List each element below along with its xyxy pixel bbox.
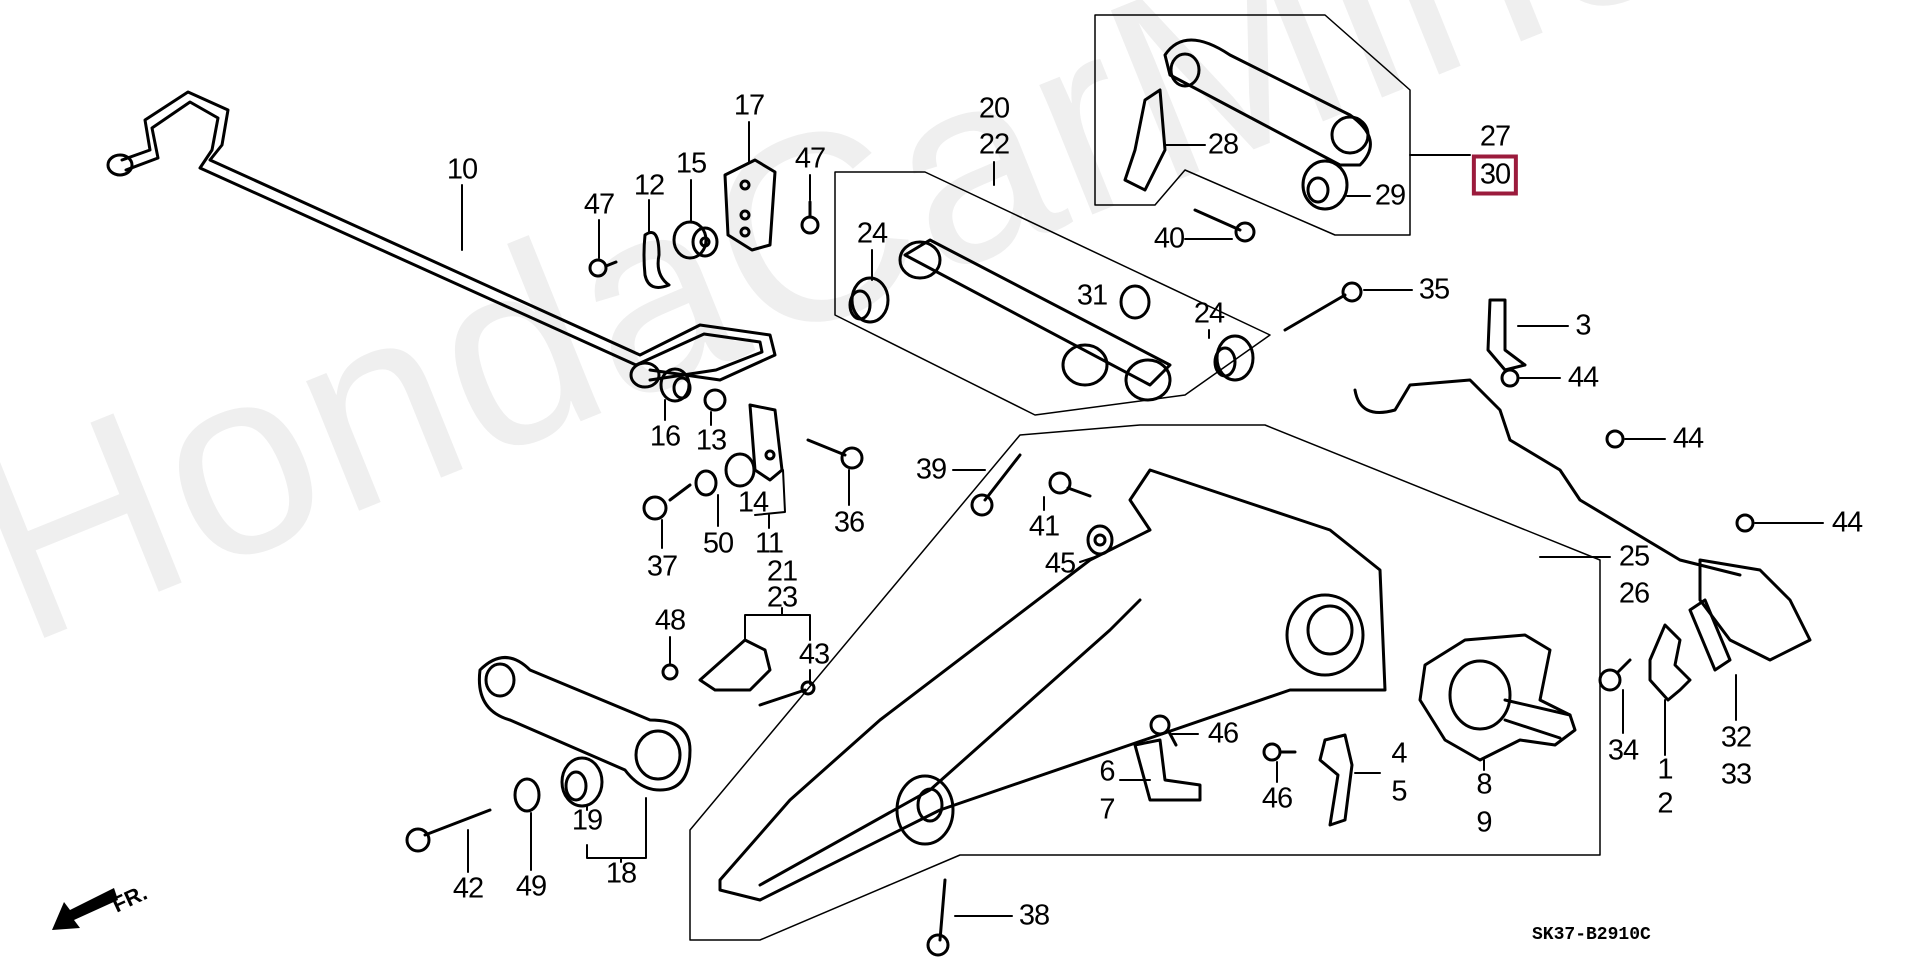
bracket-11[interactable] — [748, 403, 784, 482]
part-label-14[interactable]: 14 — [737, 486, 769, 519]
part-label-10[interactable]: 10 — [446, 153, 478, 186]
stabilizer-bar[interactable] — [106, 90, 777, 389]
part-label-20[interactable]: 20 — [978, 92, 1010, 125]
bolt-38[interactable] — [926, 878, 950, 957]
part-label-44[interactable]: 44 — [1672, 422, 1704, 455]
part-label-17[interactable]: 17 — [733, 89, 765, 122]
bolt-44a[interactable] — [1500, 368, 1520, 388]
part-label-13[interactable]: 13 — [695, 424, 727, 457]
part-label-42[interactable]: 42 — [452, 872, 484, 905]
part-label-38[interactable]: 38 — [1018, 899, 1050, 932]
parking-brake-cable[interactable] — [1353, 378, 1812, 672]
part-label-44[interactable]: 44 — [1831, 506, 1863, 539]
part-label-7[interactable]: 7 — [1099, 793, 1115, 826]
pin-43[interactable] — [758, 680, 816, 707]
bolt-44b[interactable] — [1605, 429, 1625, 449]
part-label-11[interactable]: 11 — [754, 527, 784, 560]
part-label-8[interactable]: 8 — [1476, 768, 1492, 801]
part-label-37[interactable]: 37 — [646, 550, 678, 583]
bolt-41[interactable] — [1048, 471, 1092, 498]
bolt-47b[interactable] — [800, 200, 820, 235]
part-label-2[interactable]: 2 — [1657, 787, 1673, 820]
bolt-42[interactable] — [405, 808, 492, 853]
part-label-15[interactable]: 15 — [675, 147, 707, 180]
part-label-40[interactable]: 40 — [1153, 222, 1185, 255]
nut-45[interactable] — [1086, 524, 1114, 556]
washer-49[interactable] — [513, 777, 541, 813]
bracket-6-7[interactable] — [1133, 738, 1202, 802]
diagram-code: SK37-B2910C — [1532, 925, 1651, 945]
part-label-12[interactable]: 12 — [633, 169, 665, 202]
part-label-45[interactable]: 45 — [1044, 547, 1076, 580]
part-label-50[interactable]: 50 — [702, 527, 734, 560]
part-label-19[interactable]: 19 — [571, 804, 603, 837]
part-label-24[interactable]: 24 — [1193, 297, 1225, 330]
bracket-1-2[interactable] — [1648, 623, 1692, 702]
bolt-39[interactable] — [970, 453, 1022, 517]
part-label-39[interactable]: 39 — [915, 453, 947, 486]
bolt-44c[interactable] — [1735, 513, 1755, 533]
part-label-34[interactable]: 34 — [1607, 734, 1639, 767]
part-label-1[interactable]: 1 — [1657, 753, 1673, 786]
upper-arm-group-27-30[interactable] — [1094, 14, 1411, 236]
part-label-28[interactable]: 28 — [1207, 128, 1239, 161]
part-label-24[interactable]: 24 — [856, 217, 888, 250]
part-label-31[interactable]: 31 — [1076, 279, 1108, 312]
bolt-37[interactable] — [642, 483, 692, 521]
part-label-18[interactable]: 18 — [605, 857, 637, 890]
part-label-25[interactable]: 25 — [1618, 540, 1650, 573]
part-label-29[interactable]: 29 — [1374, 179, 1406, 212]
part-label-35[interactable]: 35 — [1418, 273, 1450, 306]
lower-link-18-19[interactable] — [477, 656, 692, 808]
part-label-30-highlighted[interactable]: 30 — [1471, 154, 1519, 196]
front-direction-marker: FR. — [50, 880, 151, 945]
bolt-46b[interactable] — [1262, 742, 1297, 762]
bushing-15[interactable] — [672, 220, 719, 260]
bolt-47[interactable] — [588, 258, 618, 278]
part-label-4[interactable]: 4 — [1391, 737, 1407, 770]
part-label-22[interactable]: 22 — [978, 128, 1010, 161]
part-label-26[interactable]: 26 — [1618, 577, 1650, 610]
part-label-47[interactable]: 47 — [583, 188, 615, 221]
part-label-32[interactable]: 32 — [1720, 721, 1752, 754]
bolt-34[interactable] — [1598, 658, 1632, 692]
bolt-40[interactable] — [1193, 208, 1256, 243]
collar-13[interactable] — [703, 388, 727, 412]
part-label-47[interactable]: 47 — [794, 142, 826, 175]
part-label-43[interactable]: 43 — [798, 638, 830, 671]
bushing-16[interactable] — [659, 367, 692, 403]
arrow-left-down-icon — [52, 888, 118, 930]
bolt-35[interactable] — [1283, 281, 1363, 332]
lower-arm-group-20-22[interactable] — [834, 171, 1271, 416]
washer-50[interactable] — [694, 469, 718, 497]
part-label-16[interactable]: 16 — [649, 420, 681, 453]
part-label-44[interactable]: 44 — [1567, 361, 1599, 394]
part-label-46[interactable]: 46 — [1207, 717, 1239, 750]
part-label-48[interactable]: 48 — [654, 604, 686, 637]
bracket-3[interactable] — [1486, 298, 1527, 372]
part-label-21[interactable]: 21 — [766, 555, 798, 588]
part-label-36[interactable]: 36 — [833, 506, 865, 539]
bolt-36[interactable] — [806, 438, 864, 470]
part-label-33[interactable]: 33 — [1720, 758, 1752, 791]
trailing-arm-25-26[interactable] — [689, 424, 1601, 941]
part-label-23[interactable]: 23 — [766, 581, 798, 614]
part-label-3[interactable]: 3 — [1575, 309, 1591, 342]
part-label-27[interactable]: 27 — [1479, 120, 1511, 153]
part-label-6[interactable]: 6 — [1099, 755, 1115, 788]
clamp-12[interactable] — [642, 231, 671, 289]
bushing-14[interactable] — [724, 452, 756, 488]
hub-8-9[interactable] — [1418, 633, 1577, 762]
bracket-17[interactable] — [723, 158, 777, 252]
part-label-46[interactable]: 46 — [1261, 782, 1293, 815]
nut-48[interactable] — [661, 663, 679, 681]
part-label-41[interactable]: 41 — [1028, 510, 1060, 543]
bolt-46a[interactable] — [1149, 714, 1178, 747]
part-label-49[interactable]: 49 — [515, 870, 547, 903]
bracket-4-5[interactable] — [1318, 733, 1354, 827]
bracket-23[interactable] — [698, 638, 772, 692]
part-label-5[interactable]: 5 — [1391, 775, 1407, 808]
part-label-9[interactable]: 9 — [1476, 806, 1492, 839]
